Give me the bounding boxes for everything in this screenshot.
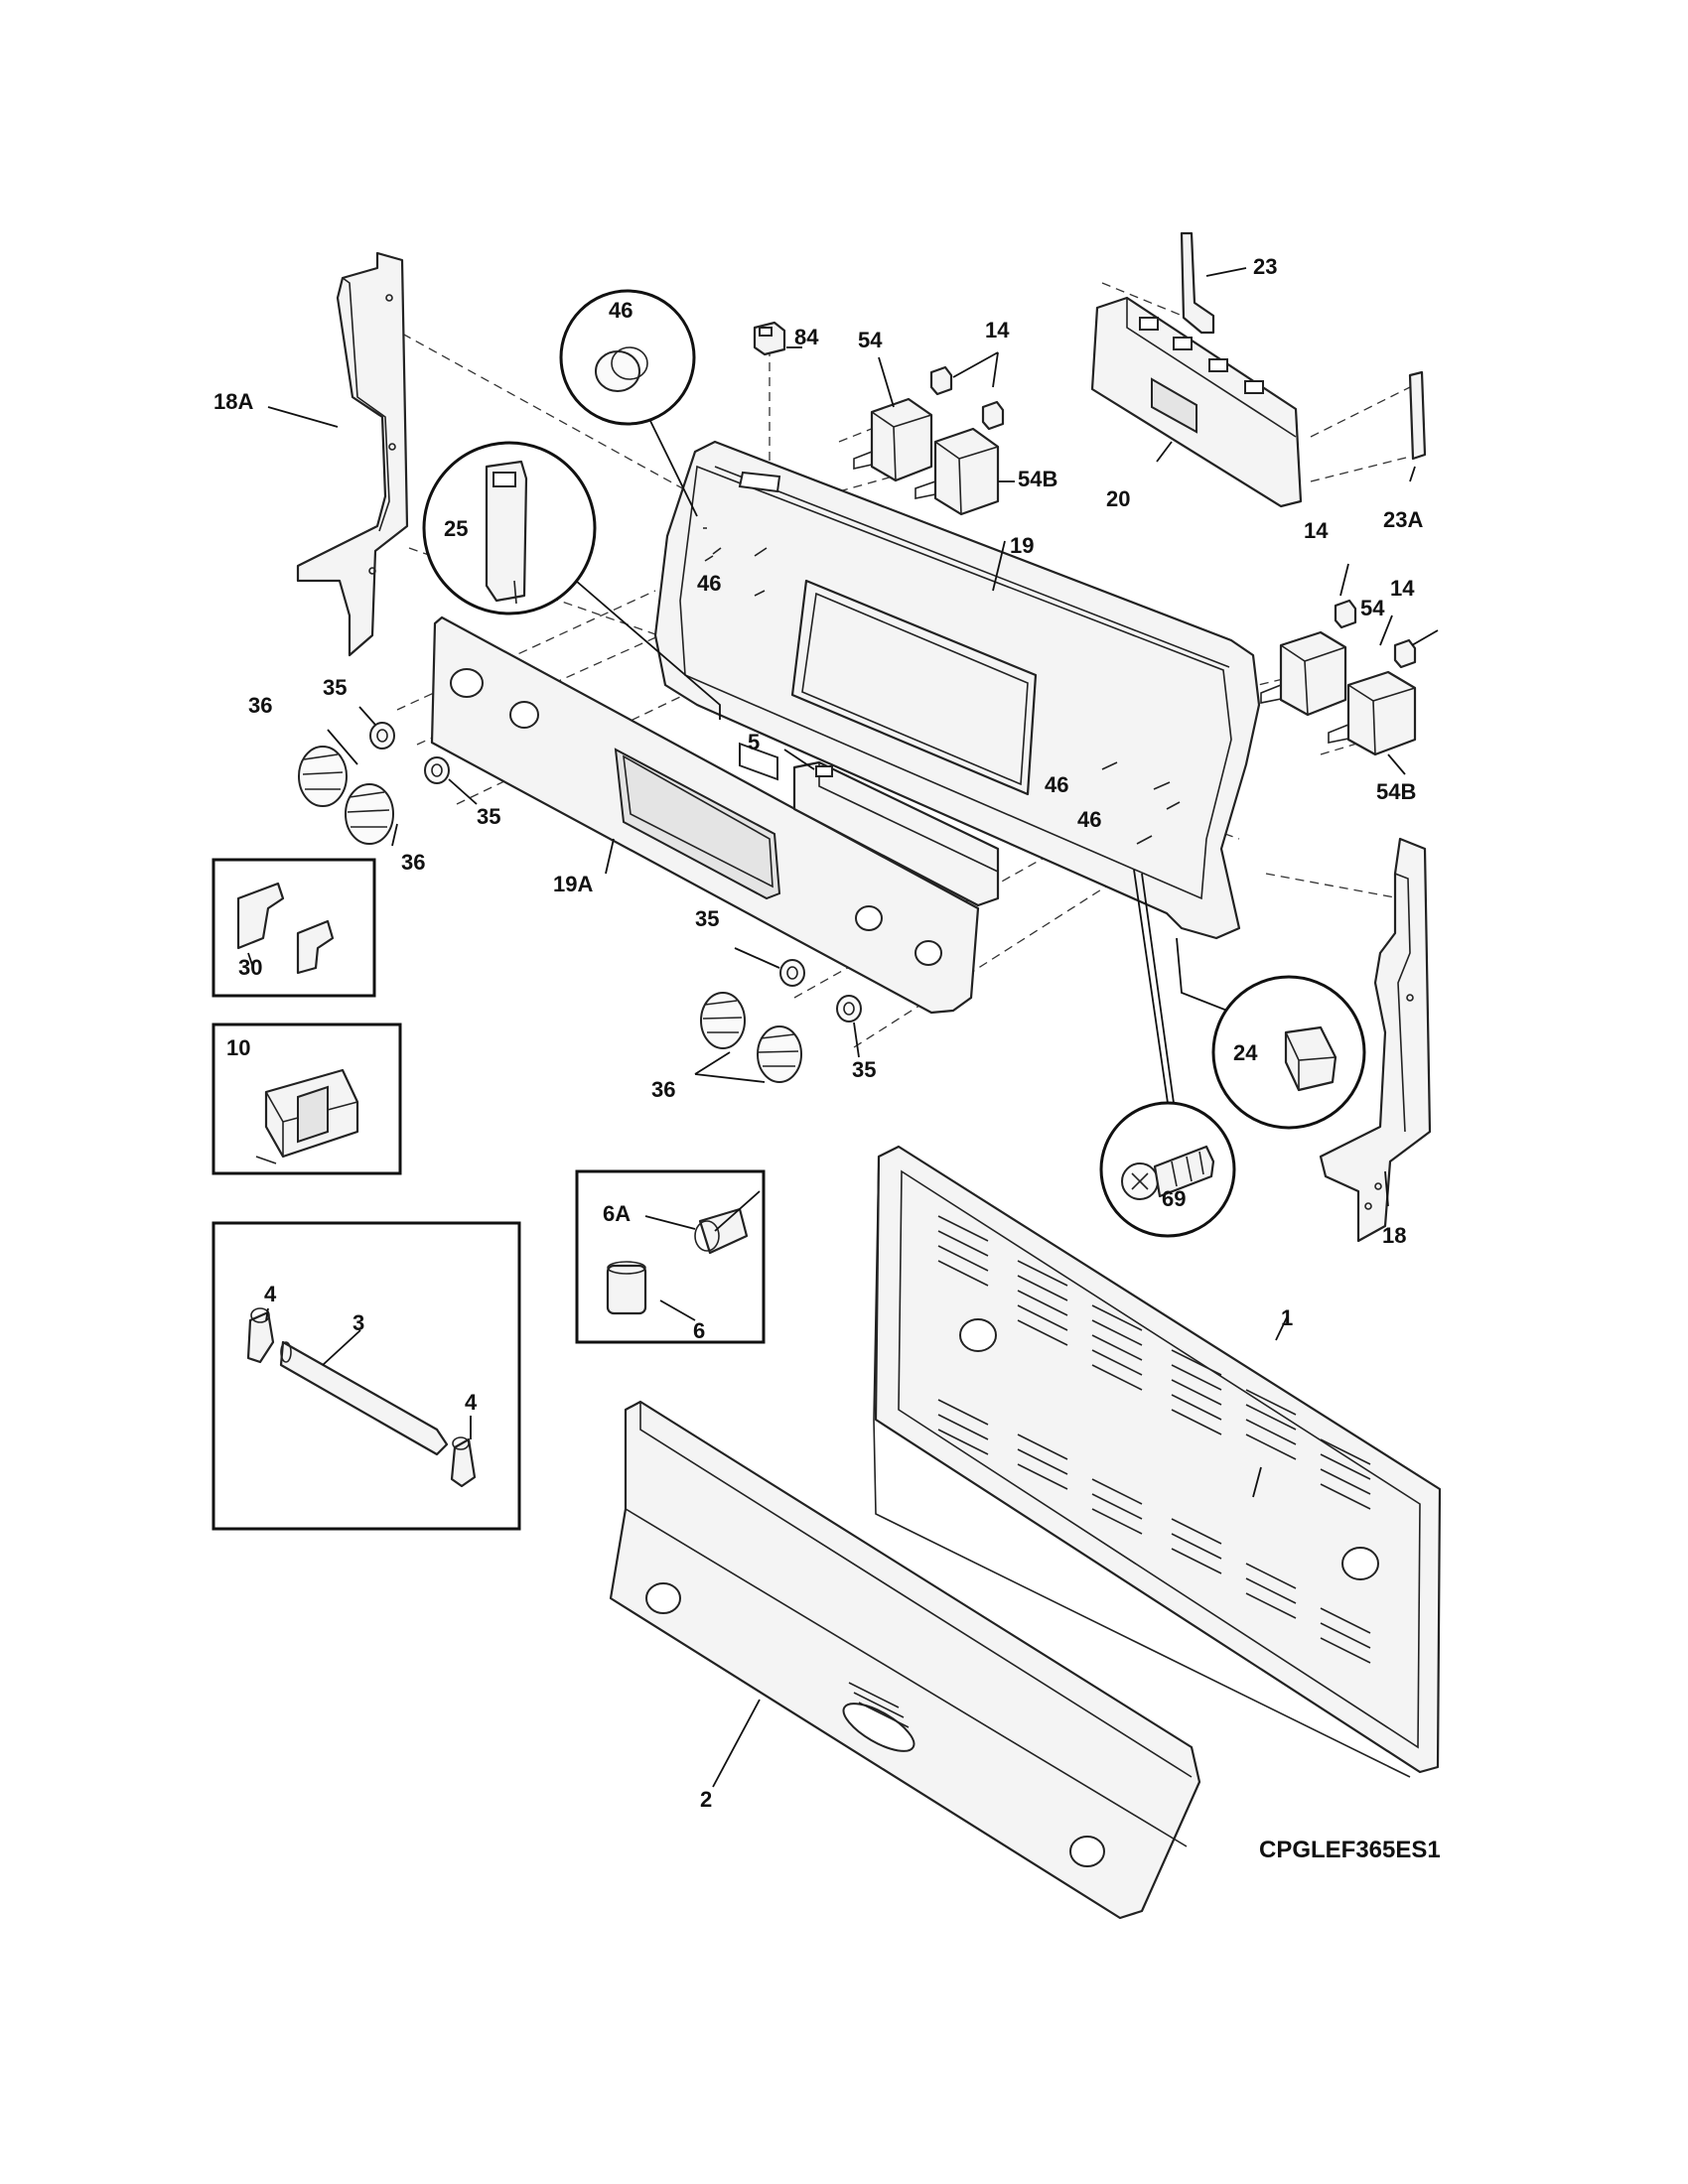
label-46-d: 46	[1077, 807, 1101, 832]
label-14-top: 14	[985, 318, 1010, 342]
label-2: 2	[700, 1787, 712, 1812]
control-panel-19	[653, 440, 1261, 940]
label-18: 18	[1382, 1223, 1406, 1248]
label-30: 30	[238, 955, 262, 980]
label-19a: 19A	[553, 872, 593, 896]
callout-circle-24	[1176, 937, 1366, 1130]
inset-box-10	[211, 1023, 402, 1175]
label-36-c: 36	[651, 1077, 675, 1102]
label-4-right: 4	[465, 1390, 478, 1415]
label-36-b: 36	[401, 850, 425, 875]
label-35-a: 35	[323, 675, 347, 700]
panel-insert-19a	[430, 615, 980, 1015]
bracket-23	[1180, 231, 1215, 335]
label-10: 10	[226, 1035, 250, 1060]
part-labels: 1 2 3 4 4 5 6 6A 10 14 14 14 18 18A 19 1…	[213, 254, 1423, 1812]
label-6: 6	[693, 1318, 705, 1343]
label-23a: 23A	[1383, 507, 1423, 532]
callout-circle-25	[422, 441, 721, 720]
switch-54-lower	[1260, 630, 1347, 717]
label-35-d: 35	[852, 1057, 876, 1082]
label-36-a: 36	[248, 693, 272, 718]
vent-slots	[937, 1215, 1371, 1664]
label-84: 84	[794, 325, 819, 349]
label-18a: 18A	[213, 389, 253, 414]
label-54b-bottom: 54B	[1376, 779, 1416, 804]
inset-box-6	[575, 1169, 766, 1344]
label-4-left: 4	[264, 1282, 277, 1306]
label-35-b: 35	[477, 804, 500, 829]
oven-control-20	[1090, 296, 1303, 508]
inset-box-3-4	[211, 1221, 521, 1531]
terminal-set-14	[929, 365, 1417, 669]
label-14-mid: 14	[1304, 518, 1329, 543]
callout-circle-69	[1099, 869, 1236, 1238]
label-46-b: 46	[697, 571, 721, 596]
screw-set-46	[703, 527, 1181, 845]
label-46-callout: 46	[609, 298, 633, 323]
back-panel-1	[873, 1145, 1442, 1778]
trim-piece-5	[792, 760, 1000, 907]
bracket-23a	[1408, 370, 1427, 461]
label-3: 3	[352, 1310, 364, 1335]
callout-circle-46	[559, 289, 698, 517]
label-1: 1	[1281, 1305, 1293, 1330]
leader-lines	[265, 267, 1439, 1788]
switch-54b-lower	[1328, 670, 1417, 756]
label-20: 20	[1106, 486, 1130, 511]
label-19: 19	[1010, 533, 1034, 558]
side-bracket-18a	[296, 251, 409, 657]
switch-54b-upper	[914, 427, 1000, 516]
label-54-top: 54	[858, 328, 883, 352]
label-69: 69	[1162, 1186, 1186, 1211]
label-54-right: 54	[1360, 596, 1385, 620]
label-24: 24	[1233, 1040, 1258, 1065]
side-bracket-18	[1319, 837, 1432, 1243]
inset-box-30	[211, 858, 376, 998]
label-46-c: 46	[1045, 772, 1068, 797]
label-14-right: 14	[1390, 576, 1415, 601]
label-35-c: 35	[695, 906, 719, 931]
diagram-code: CPGLEF365ES1	[1259, 1837, 1441, 1863]
label-54b-top: 54B	[1018, 467, 1057, 491]
label-25: 25	[444, 516, 468, 541]
label-23: 23	[1253, 254, 1277, 279]
manifold-panel-2	[609, 1400, 1201, 1920]
label-6a: 6A	[603, 1201, 631, 1226]
switch-54-upper	[853, 397, 933, 482]
clip-84	[753, 321, 786, 356]
knob-set	[298, 722, 862, 1083]
label-5: 5	[748, 730, 760, 754]
